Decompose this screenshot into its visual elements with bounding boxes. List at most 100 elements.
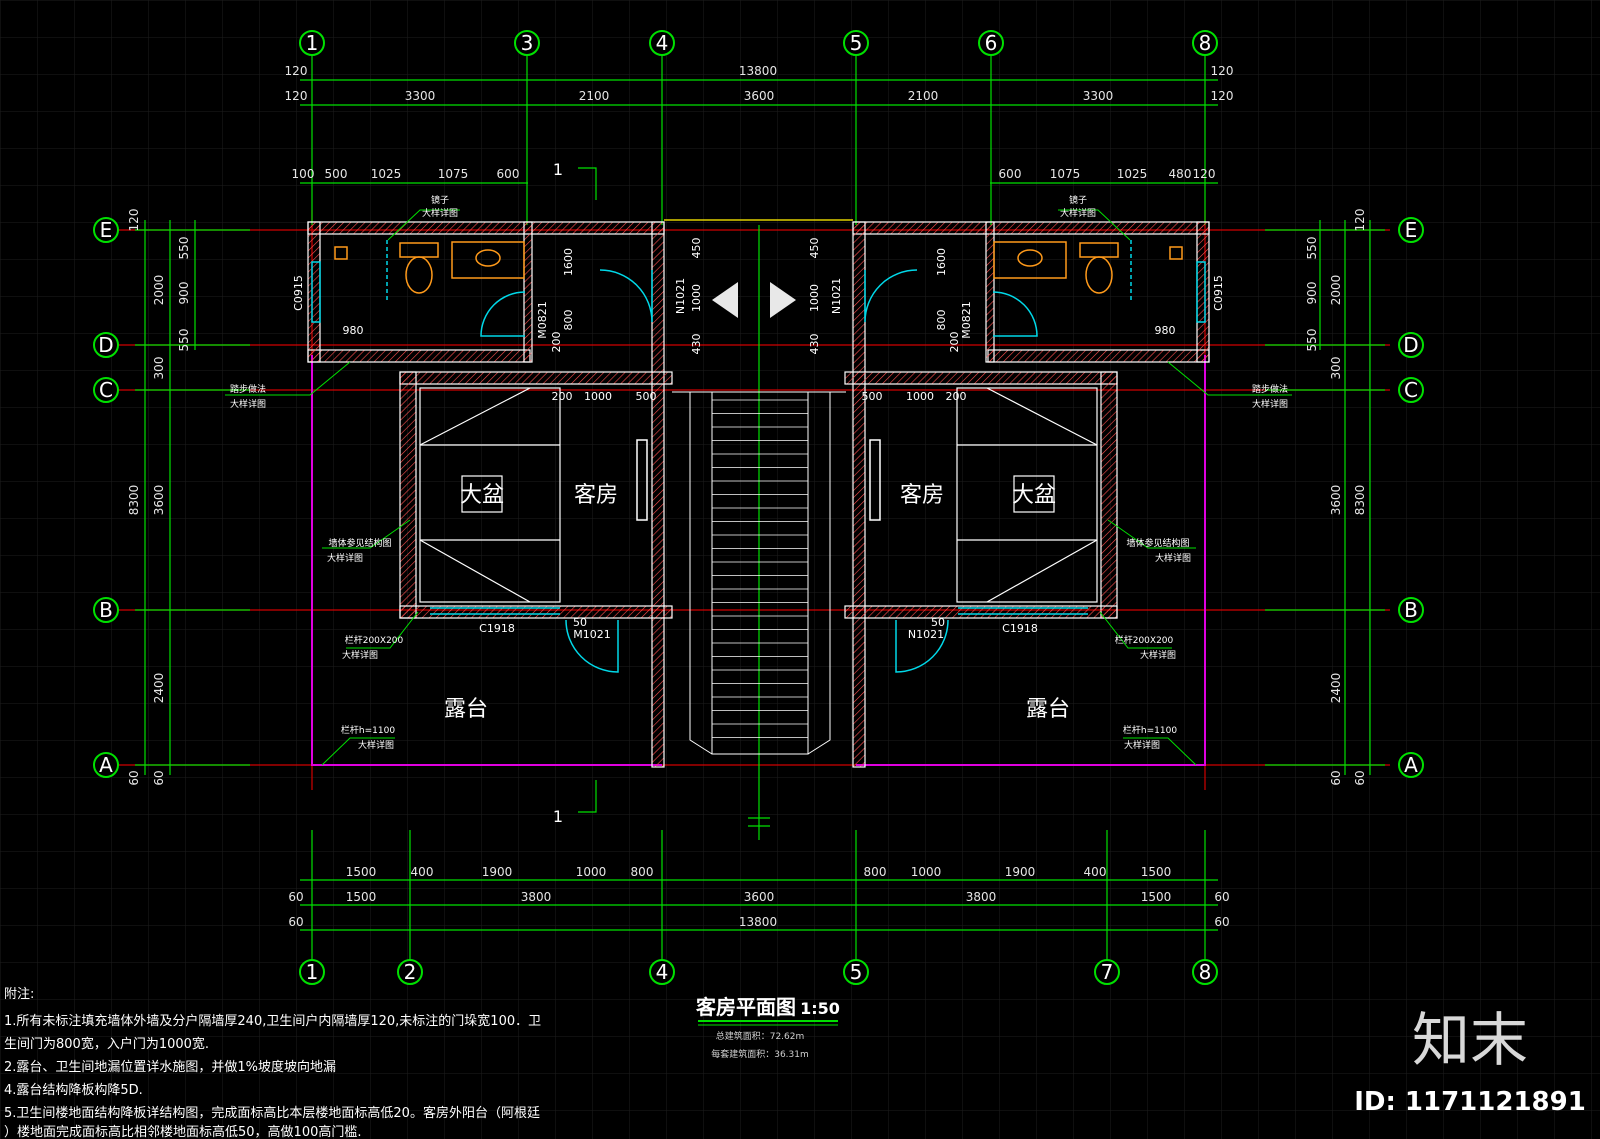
annotation-detail-left: 大样详图	[422, 207, 458, 219]
dimension-text-left: 120 2000 300 3600 2400 60 8300 60 550 90…	[127, 209, 191, 786]
notes-line: 2.露台、卫生间地漏位置详水施图，并做1%坡度坡向地漏	[4, 1059, 336, 1075]
annotation-mirror-left: 镜子	[431, 194, 449, 206]
dim-left-inner: 550	[177, 237, 191, 260]
dim-bottom-row1-left: 1000	[576, 865, 607, 879]
bathroom-fixtures-left	[311, 240, 525, 323]
dim-1000-right: 1000	[906, 390, 934, 403]
annotation-detail-rail-right: 大样详图	[1140, 649, 1176, 661]
bathroom-fixtures-right	[993, 240, 1206, 323]
dim-800-left: 800	[562, 310, 575, 331]
axis-label-bottom-7: 7	[1101, 960, 1114, 984]
axis-label-right-e: E	[1405, 218, 1418, 242]
axis-label-left-e: E	[100, 218, 113, 242]
dim-right-inner: 900	[1305, 282, 1319, 305]
dim-right: 2400	[1329, 673, 1343, 704]
dim-right-inner: 550	[1305, 237, 1319, 260]
dim-top-total: 13800	[739, 64, 777, 78]
watermark-id: ID: 1171121891	[1354, 1087, 1586, 1117]
dim-1600-left: 1600	[562, 248, 575, 276]
dim-top-edge-left-2: 120	[285, 89, 308, 103]
dim-left: 3600	[152, 485, 166, 516]
dim-top-row3-left: 1075	[438, 167, 469, 181]
dim-1000-left: 1000	[584, 390, 612, 403]
dim-top-edge-left: 120	[285, 64, 308, 78]
dim-right: 3600	[1329, 485, 1343, 516]
annotation-mirror-right: 镜子	[1069, 194, 1087, 206]
dimension-text-bottom: 1500 400 1900 1000 800 800 1000 1900 400…	[288, 865, 1229, 929]
dim-50-left: 50	[573, 616, 587, 629]
dim-right: 60	[1329, 770, 1343, 785]
axis-label-top-4: 4	[656, 31, 669, 55]
dim-430-left: 430	[690, 334, 703, 355]
axis-label-right-b: B	[1404, 598, 1418, 622]
dim-bottom-edge: 60	[288, 915, 303, 929]
label-n1021-right: N1021	[908, 628, 944, 641]
dim-1000-corridor-right: 1000	[808, 284, 821, 312]
dim-right: 120	[1353, 209, 1367, 232]
axis-label-bottom-2: 2	[404, 960, 417, 984]
dim-top-row3-right: 1025	[1117, 167, 1148, 181]
axis-label-top-3: 3	[521, 31, 534, 55]
annotation-rail-right: 栏杆200X200	[1115, 634, 1174, 646]
drawing-title: 客房平面图	[695, 995, 796, 1019]
dim-left-total: 8300	[127, 485, 141, 516]
label-m1021-left: M1021	[573, 628, 611, 641]
dim-bottom-row1-right: 1000	[911, 865, 942, 879]
annotation-detail-c-left: 大样详图	[230, 398, 266, 410]
dim-top-edge-right-2: 120	[1211, 89, 1234, 103]
label-c0915-right: C0915	[1212, 275, 1225, 311]
dim-left: 120	[127, 209, 141, 232]
dim-bottom-row2: 3800	[966, 890, 997, 904]
annotation-detail-c-right: 大样详图	[1252, 398, 1288, 410]
dim-980-right: 980	[1155, 324, 1176, 337]
room-label-terrace-right: 露台	[1026, 697, 1070, 722]
bed-right	[956, 387, 1098, 603]
dim-left: 2400	[152, 673, 166, 704]
axis-label-right-c: C	[1404, 378, 1418, 402]
dim-top-row3-right: 1075	[1050, 167, 1081, 181]
room-label-guest-left: 客房	[574, 483, 618, 508]
dim-430-right: 430	[808, 334, 821, 355]
dim-right-total: 8300	[1353, 485, 1367, 516]
room-labels: 客房 客房 大盆 大盆 露台 露台	[444, 483, 1070, 722]
axis-label-top-5: 5	[850, 31, 863, 55]
axis-bubbles-left: E D C B A	[93, 217, 119, 778]
dim-bottom-row1-right: 800	[864, 865, 887, 879]
dim-left: 60	[127, 770, 141, 785]
dim-left-inner: 550	[177, 329, 191, 352]
dim-bottom-row1-right: 1900	[1005, 865, 1036, 879]
notes-line: 4.露台结构降板构降5D.	[4, 1083, 143, 1098]
dim-left-inner: 900	[177, 282, 191, 305]
axis-bubbles-bottom: 1 2 4 5 7 8	[299, 959, 1218, 985]
dim-200-left: 200	[552, 390, 573, 403]
drawing-scale: 1:50	[800, 999, 840, 1018]
annotation-step-left: 踏步做法	[230, 383, 266, 395]
label-m0821-left: M0821	[536, 301, 549, 339]
annotation-wall-right: 墙体参见结构图	[1126, 537, 1189, 549]
dim-800-right: 800	[935, 310, 948, 331]
dim-left: 2000	[152, 275, 166, 306]
dim-bottom-total: 13800	[739, 915, 777, 929]
dimension-text-right: 120 2000 300 3600 2400 60 8300 60 550 90…	[1305, 209, 1367, 786]
axis-label-bottom-5: 5	[850, 960, 863, 984]
notes-line: 1.所有未标注填充墙体外墙及分户隔墙厚240,卫生间户内隔墙厚120,未标注的门…	[4, 1013, 541, 1029]
dim-top-row2: 3300	[1083, 89, 1114, 103]
axis-label-top-8: 8	[1199, 31, 1212, 55]
walls	[307, 221, 1210, 768]
dimension-lines	[135, 55, 1385, 960]
dim-bottom-row2: 3800	[521, 890, 552, 904]
door-labels: C1918 C1918 M1021 N1021 N1021 N1021 M082…	[292, 238, 1225, 642]
axis-label-top-6: 6	[985, 31, 998, 55]
dim-top-row2: 3300	[405, 89, 436, 103]
dim-right-inner: 550	[1305, 329, 1319, 352]
staircase	[672, 391, 846, 755]
dim-bottom-row1-left: 400	[411, 865, 434, 879]
section-mark-top: 1	[553, 160, 563, 179]
annotation-railh-left: 栏杆h=1100	[341, 724, 395, 736]
annotation-detail-wall-left: 大样详图	[327, 552, 363, 564]
dim-50-right: 50	[931, 616, 945, 629]
dim-bottom-row2: 1500	[346, 890, 377, 904]
dim-top-row3-left: 600	[497, 167, 520, 181]
